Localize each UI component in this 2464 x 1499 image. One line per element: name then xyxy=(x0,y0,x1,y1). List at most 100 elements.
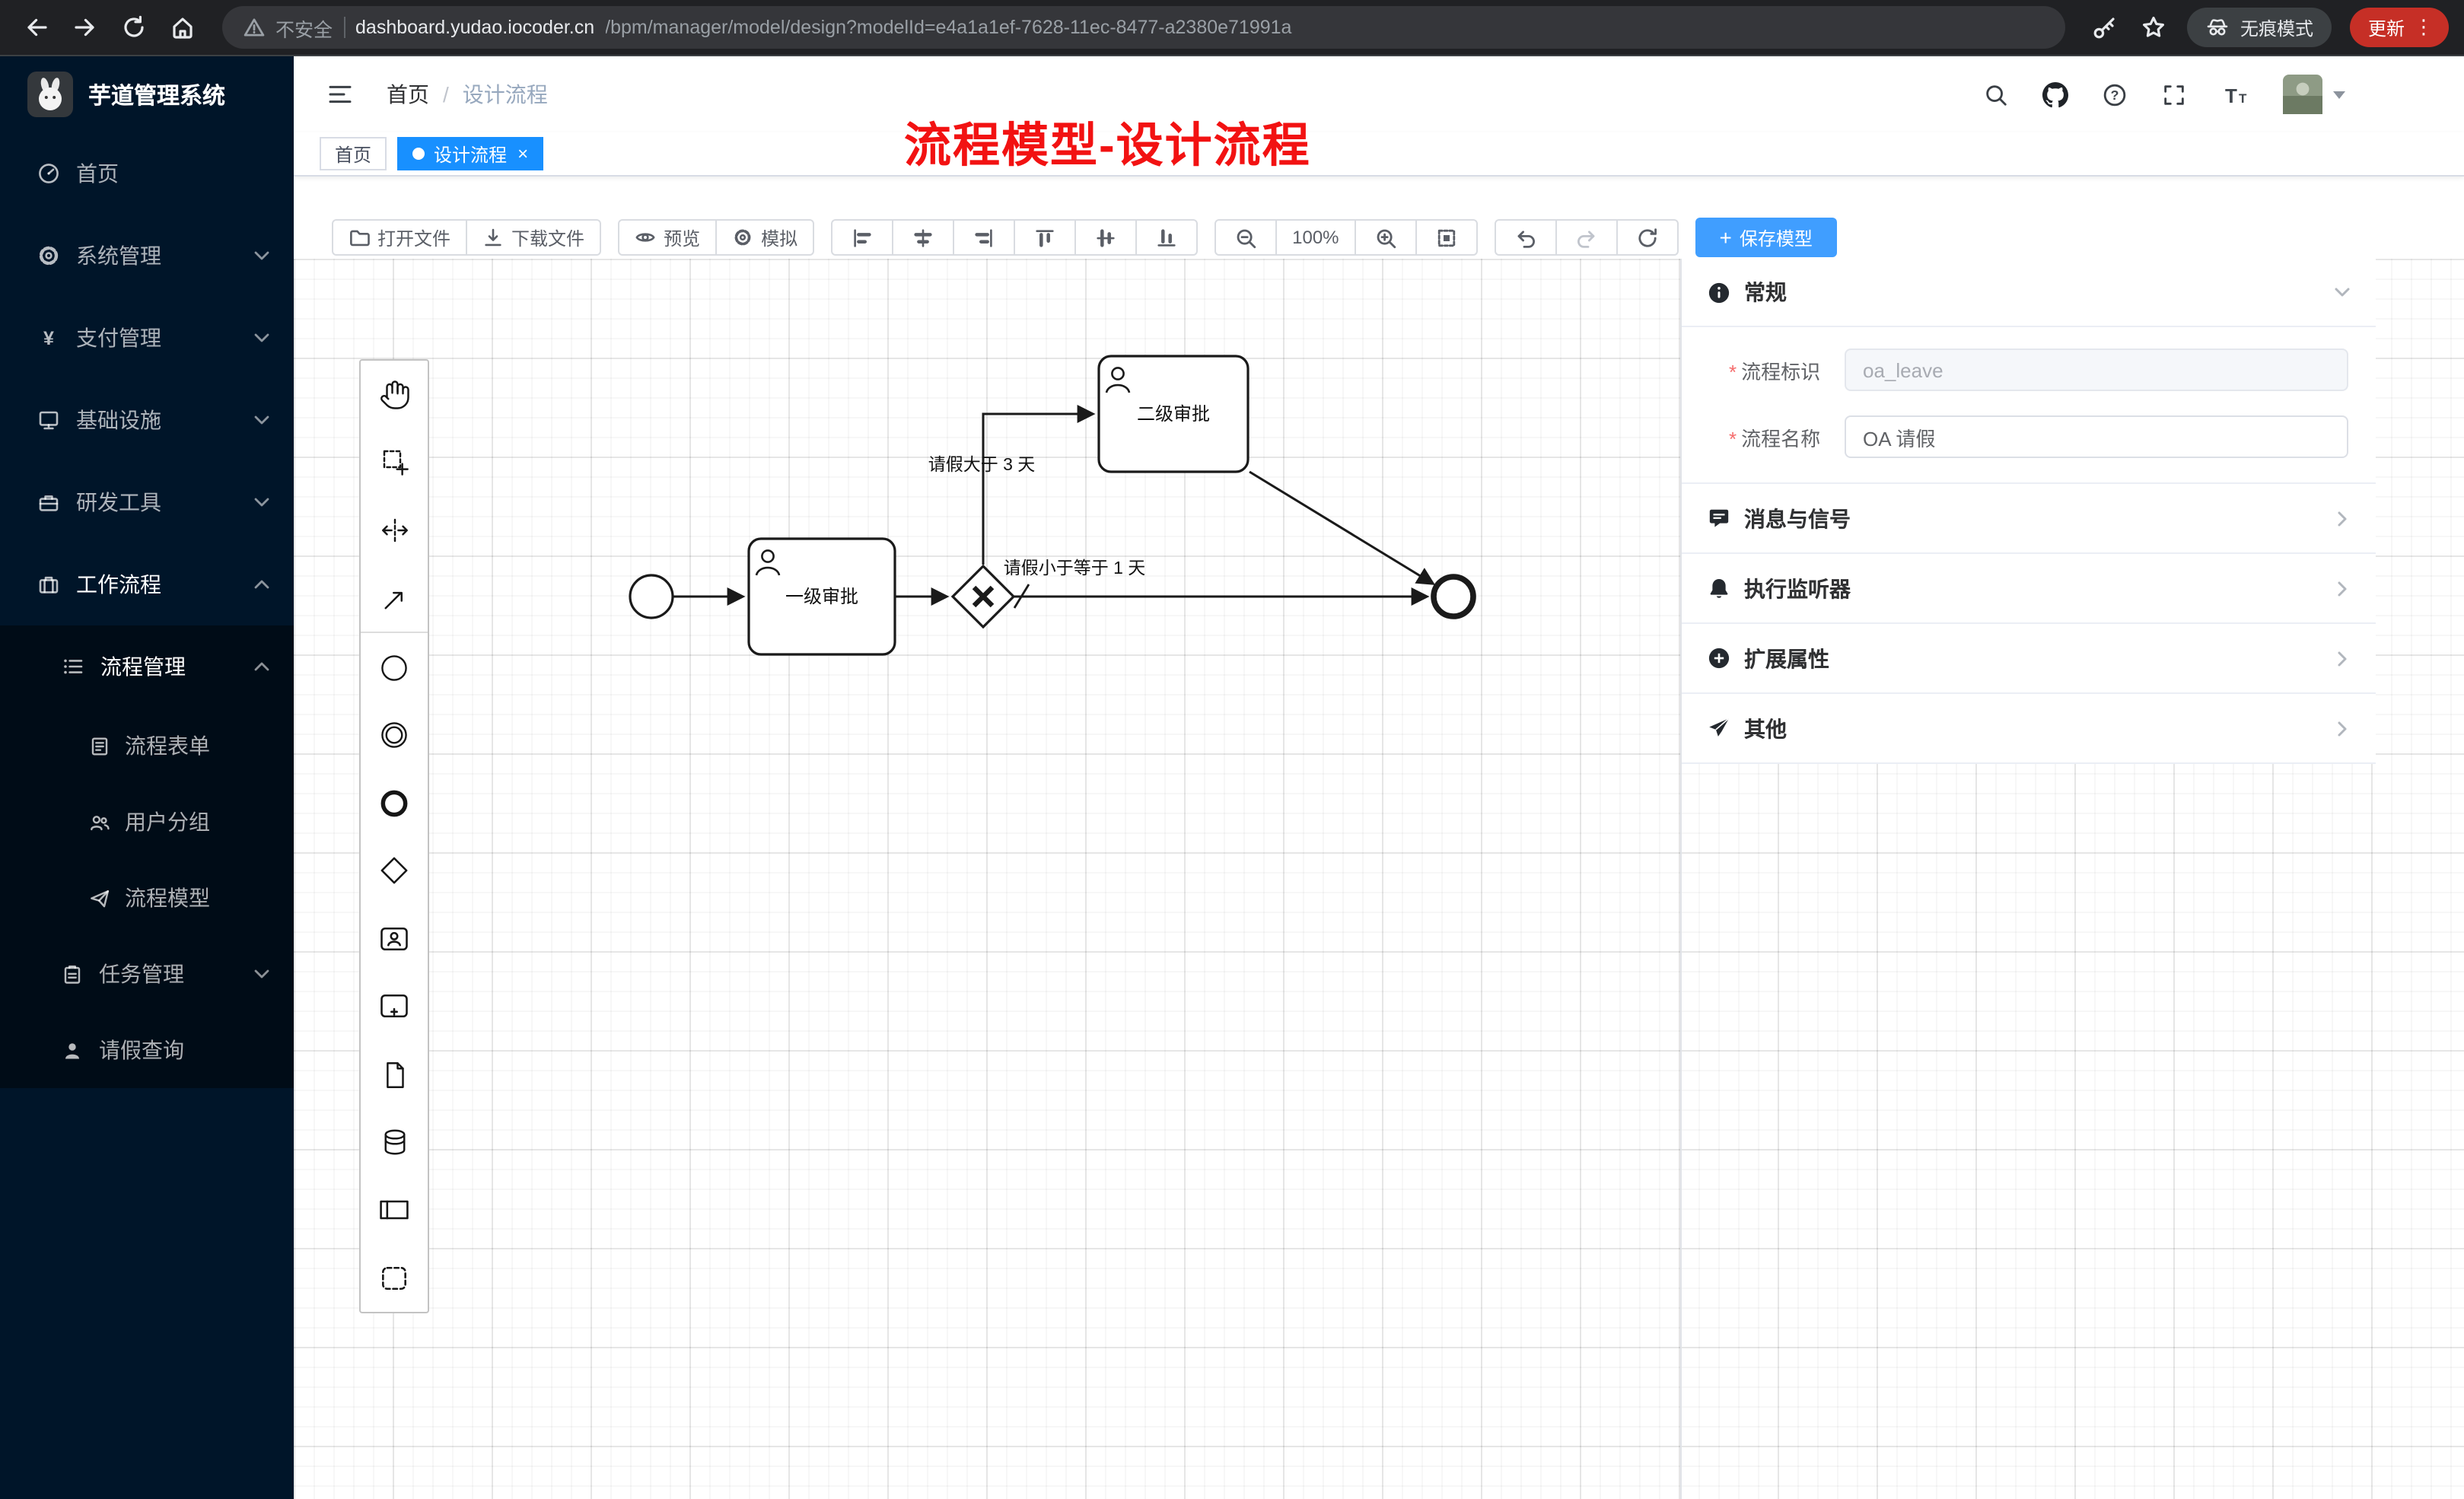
user-task-level1[interactable]: 一级审批 xyxy=(747,537,896,656)
align-right-button[interactable] xyxy=(953,219,1016,256)
list-icon xyxy=(64,659,83,674)
zoom-in-button[interactable] xyxy=(1354,219,1417,256)
section-general[interactable]: 常规 xyxy=(1680,259,2376,327)
user-menu[interactable] xyxy=(2283,75,2345,114)
process-name-input[interactable] xyxy=(1845,415,2348,458)
url-host: dashboard.yudao.iocoder.cn xyxy=(355,17,595,38)
redo-button[interactable] xyxy=(1555,219,1618,256)
flow-gateway-to-task2[interactable] xyxy=(982,405,1096,565)
hand-tool[interactable] xyxy=(361,361,428,428)
end-event[interactable] xyxy=(1431,574,1476,619)
url-bar[interactable]: 不安全 dashboard.yudao.iocoder.cn /bpm/mana… xyxy=(222,6,2065,49)
briefcase-icon xyxy=(39,576,59,594)
user-icon xyxy=(1105,367,1131,393)
sidebar-item-system[interactable]: 系统管理 xyxy=(0,215,294,297)
sidebar-item-user-group[interactable]: 用户分组 xyxy=(0,784,294,860)
lasso-tool[interactable] xyxy=(361,428,428,496)
global-connect-tool[interactable] xyxy=(361,564,428,634)
save-model-button[interactable]: + 保存模型 xyxy=(1695,218,1837,257)
zoom-out-button[interactable] xyxy=(1214,219,1278,256)
gear-icon xyxy=(39,246,59,266)
fit-viewport-icon xyxy=(1437,228,1455,247)
bookmark-button[interactable] xyxy=(2132,6,2175,49)
sidebar-item-workflow[interactable]: 工作流程 xyxy=(0,543,294,625)
help-button[interactable]: ? xyxy=(2102,81,2128,107)
flow-task2-to-end[interactable] xyxy=(1249,470,1436,585)
sidebar-item-task-management[interactable]: 任务管理 xyxy=(0,936,294,1012)
section-execution-listener[interactable]: 执行监听器 xyxy=(1680,554,2376,624)
forward-icon xyxy=(75,18,94,37)
simulate-button[interactable]: 模拟 xyxy=(715,219,815,256)
more-vertical-icon[interactable]: ⋮ xyxy=(2414,15,2434,38)
search-button[interactable] xyxy=(1983,81,2009,107)
sequence-flows[interactable] xyxy=(673,405,1436,609)
github-button[interactable] xyxy=(2042,81,2068,107)
tab-home[interactable]: 首页 xyxy=(320,137,387,170)
open-file-button[interactable]: 打开文件 xyxy=(332,219,468,256)
workflow-submenu: 流程管理 流程表单 用户分组 流程模型 任务管理 xyxy=(0,625,294,1088)
create-gateway[interactable] xyxy=(361,837,428,905)
users-icon xyxy=(91,815,110,830)
align-left-button[interactable] xyxy=(831,219,894,256)
svg-text:T: T xyxy=(2239,91,2247,105)
browser-toolbar: 不安全 dashboard.yudao.iocoder.cn /bpm/mana… xyxy=(0,0,2464,56)
align-top-button[interactable] xyxy=(1014,219,1077,256)
breadcrumb-separator: / xyxy=(443,82,449,107)
view-button-group: 预览 模拟 xyxy=(618,219,815,256)
fit-viewport-button[interactable] xyxy=(1415,219,1478,256)
data-object-icon xyxy=(386,1061,403,1088)
create-data-store[interactable] xyxy=(361,1109,428,1176)
download-file-button[interactable]: 下载文件 xyxy=(466,219,602,256)
close-icon[interactable]: × xyxy=(517,143,529,164)
create-intermediate-event[interactable] xyxy=(361,702,428,769)
create-user-task[interactable] xyxy=(361,905,428,972)
chevron-right-icon xyxy=(2333,649,2351,667)
tab-design-process[interactable]: 设计流程 × xyxy=(397,137,544,170)
align-middle-v-icon xyxy=(1097,228,1115,247)
sidebar-item-home[interactable]: 首页 xyxy=(0,132,294,215)
home-button[interactable] xyxy=(161,6,204,49)
app-logo[interactable]: 芋道管理系统 xyxy=(0,56,294,132)
sidebar-item-process-management[interactable]: 流程管理 xyxy=(0,625,294,708)
align-center-h-button[interactable] xyxy=(892,219,955,256)
section-other[interactable]: 其他 xyxy=(1680,694,2376,764)
sidebar-item-process-form[interactable]: 流程表单 xyxy=(0,708,294,784)
collapse-sidebar-button[interactable] xyxy=(327,82,353,107)
user-task-level2[interactable]: 二级审批 xyxy=(1097,355,1250,473)
undo-button[interactable] xyxy=(1494,219,1557,256)
process-key-input[interactable] xyxy=(1845,348,2348,391)
forward-button[interactable] xyxy=(64,6,107,49)
sidebar-item-process-model[interactable]: 流程模型 xyxy=(0,860,294,936)
create-group[interactable] xyxy=(361,1244,428,1312)
breadcrumb-home[interactable]: 首页 xyxy=(387,82,429,107)
section-extended-attributes[interactable]: 扩展属性 xyxy=(1680,624,2376,694)
preview-button[interactable]: 预览 xyxy=(618,219,718,256)
start-event[interactable] xyxy=(629,574,674,619)
align-bottom-button[interactable] xyxy=(1135,219,1199,256)
passwords-button[interactable] xyxy=(2084,6,2126,49)
exclusive-gateway[interactable] xyxy=(950,564,1016,629)
sidebar-item-devtools[interactable]: 研发工具 xyxy=(0,461,294,543)
hand-tool-icon xyxy=(380,380,409,409)
space-tool[interactable] xyxy=(361,496,428,564)
restart-button[interactable] xyxy=(1616,219,1679,256)
create-start-event[interactable] xyxy=(361,634,428,702)
create-participant[interactable] xyxy=(361,1176,428,1244)
bpmn-designer: 打开文件 下载文件 预览 模拟 xyxy=(294,177,2464,1499)
back-button[interactable] xyxy=(15,6,58,49)
align-middle-v-button[interactable] xyxy=(1074,219,1138,256)
create-data-object[interactable] xyxy=(361,1041,428,1109)
section-message-signal[interactable]: 消息与信号 xyxy=(1680,484,2376,554)
sidebar-item-infrastructure[interactable]: 基础设施 xyxy=(0,379,294,461)
fullscreen-button[interactable] xyxy=(2161,81,2187,107)
sidebar-item-leave-query[interactable]: 请假查询 xyxy=(0,1012,294,1088)
create-subprocess[interactable] xyxy=(361,972,428,1040)
zoom-level-display[interactable]: 100% xyxy=(1275,219,1356,256)
sidebar-item-payment[interactable]: ¥ 支付管理 xyxy=(0,297,294,379)
reload-button[interactable] xyxy=(113,6,155,49)
create-end-event[interactable] xyxy=(361,769,428,837)
update-button[interactable]: 更新 ⋮ xyxy=(2349,8,2449,47)
